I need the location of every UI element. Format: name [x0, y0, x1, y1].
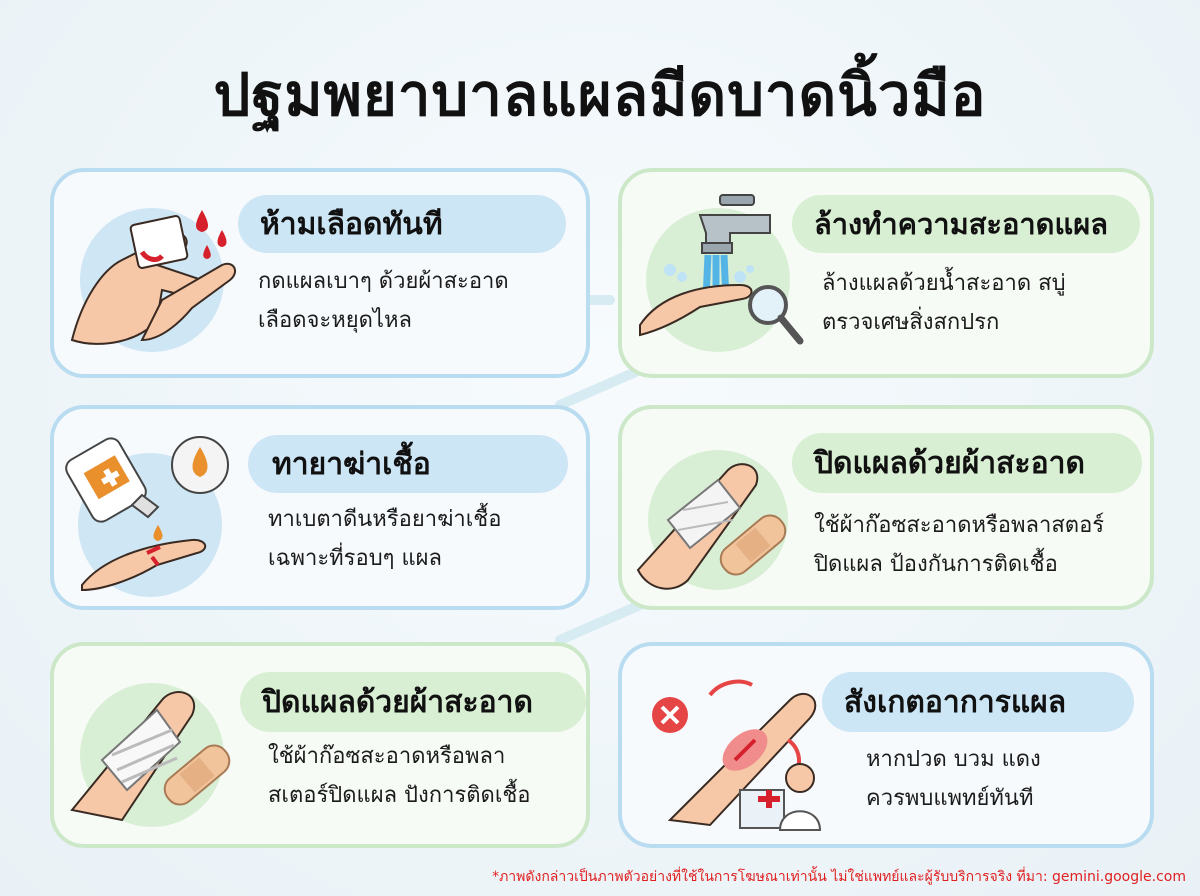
card-desc-line: สเตอร์ปิดแผล ปังการติดเชื้อ [268, 783, 531, 808]
card-heading: ห้ามเลือดทันที [238, 195, 566, 253]
bandaged-finger-icon [636, 450, 788, 590]
antiseptic-bottle-icon [65, 436, 229, 597]
card-desc-line: หากปวด บวม แดง [866, 747, 1041, 772]
card-desc-line: ใช้ผ้าก๊อซสะอาดหรือพลาสตอร์ [814, 513, 1105, 538]
card-heading: สังเกตอาการแผล [822, 672, 1134, 732]
card-desc-line: เลือดจะหยุดไหล [258, 308, 412, 333]
page-title: ปฐมพยาบาลแผลมีดบาดนิ้วมือ [213, 61, 987, 129]
footer-disclaimer: *ภาพดังกล่าวเป็นภาพตัวอย่างที่ใช้ในการโฆ… [492, 869, 1186, 885]
card-desc-line: เฉพาะที่รอบๆ แผล [268, 546, 443, 571]
card-heading: ปิดแผลด้วยผ้าสะอาด [792, 433, 1142, 493]
card-desc-line: ตรวจเศษสิ่งสกปรก [822, 310, 1000, 335]
card-desc-line: ใช้ผ้าก๊อซสะอาดหรือพลา [268, 744, 506, 769]
card-desc-line: ล้างแผลด้วยน้ำสะอาด สบู่ [822, 271, 1066, 296]
card-desc-line: กดแผลเบาๆ ด้วยผ้าสะอาด [258, 269, 509, 294]
wrapped-finger-icon [70, 683, 231, 827]
card-heading: ทายาฆ่าเชื้อ [248, 435, 568, 493]
inflamed-finger-doctor-icon [652, 679, 822, 831]
faucet-washing-icon [639, 194, 804, 352]
card-heading: ล้างทำความสะอาดแผล [792, 195, 1140, 253]
hand-pressing-cloth-icon [70, 208, 237, 352]
card-desc-line: ปิดแผล ป้องกันการติดเชื้อ [814, 552, 1058, 577]
card-desc-line: ควรพบแพทย์ทันที [866, 786, 1034, 811]
card-heading: ปิดแผลด้วยผ้าสะอาด [240, 672, 586, 732]
card-desc-line: ทาเบตาดีนหรือยาฆ่าเชื้อ [268, 507, 502, 532]
